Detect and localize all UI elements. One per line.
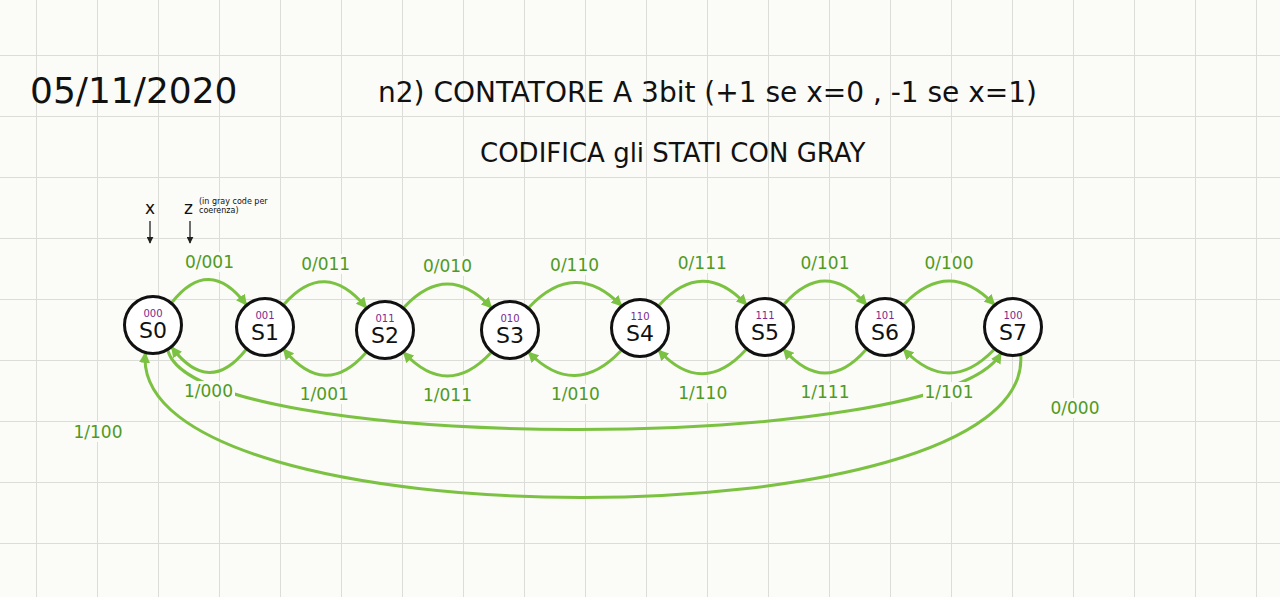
transition-arrow [404, 353, 490, 376]
state-circle: 100S7 [983, 297, 1043, 357]
state-code: 011 [375, 313, 394, 324]
state-circle: 110S4 [610, 298, 670, 358]
transition-arrow [284, 282, 365, 307]
transition-arrow [284, 350, 365, 375]
leader-arrow [149, 221, 150, 243]
state-name: S2 [371, 324, 399, 348]
state-code: 001 [255, 310, 274, 321]
transition-arrow [659, 281, 745, 305]
transition-label: 1/101 [923, 382, 976, 402]
state-code: 111 [755, 310, 774, 321]
transition-arrow [529, 351, 620, 376]
state-code: 010 [500, 313, 519, 324]
transition-label: 1/100 [72, 422, 125, 442]
transition-label: 1/011 [421, 385, 474, 405]
transition-arrow [168, 351, 1000, 429]
state-circle: 000S0 [123, 295, 183, 355]
transition-arrow [904, 350, 993, 373]
transition-label: 0/100 [923, 253, 976, 273]
transition-label: 1/001 [298, 384, 351, 404]
state-circle: 111S5 [735, 297, 795, 357]
state-code: 000 [143, 308, 162, 319]
transition-label: 0/111 [676, 253, 729, 273]
transition-arrow [659, 350, 745, 374]
transition-label: 0/101 [799, 253, 852, 273]
transition-label: 0/011 [299, 254, 352, 274]
transition-label: 0/010 [421, 256, 474, 276]
state-name: S4 [626, 322, 654, 346]
transition-label: 0/110 [548, 255, 601, 275]
subtitle-label: CODIFICA gli STATI CON GRAY [480, 138, 865, 168]
state-name: S6 [871, 321, 899, 345]
state-name: S5 [751, 321, 779, 345]
state-circle: 011S2 [355, 300, 415, 360]
transition-arrow [784, 350, 865, 373]
leader-arrow [189, 221, 190, 243]
date-label: 05/11/2020 [30, 70, 238, 111]
state-circle: 101S6 [855, 297, 915, 357]
transition-arrow [529, 282, 620, 307]
transition-label: 0/001 [183, 252, 236, 272]
transition-arrow [404, 284, 490, 307]
state-circle: 001S1 [235, 297, 295, 357]
transition-arrow [172, 279, 245, 304]
state-name: S1 [251, 321, 279, 345]
signal-name: z [184, 198, 193, 218]
state-name: S3 [496, 324, 524, 348]
state-name: S0 [139, 319, 167, 343]
state-code: 110 [630, 311, 649, 322]
state-code: 100 [1003, 310, 1022, 321]
transition-label: 1/000 [182, 381, 235, 401]
transition-arrow [784, 281, 865, 304]
state-code: 101 [875, 310, 894, 321]
transition-label: 1/010 [549, 384, 602, 404]
diagram-title: n2) CONTATORE A 3bit (+1 se x=0 , -1 se … [378, 76, 1037, 109]
transition-label: 0/000 [1049, 398, 1102, 418]
signal-name: x [145, 198, 155, 218]
transition-label: 1/111 [799, 382, 852, 402]
state-circle: 010S3 [480, 300, 540, 360]
transition-arrow [904, 281, 993, 304]
transition-label: 1/110 [676, 383, 729, 403]
note-label: (in gray code per coerenza) [199, 197, 299, 215]
state-name: S7 [999, 321, 1027, 345]
